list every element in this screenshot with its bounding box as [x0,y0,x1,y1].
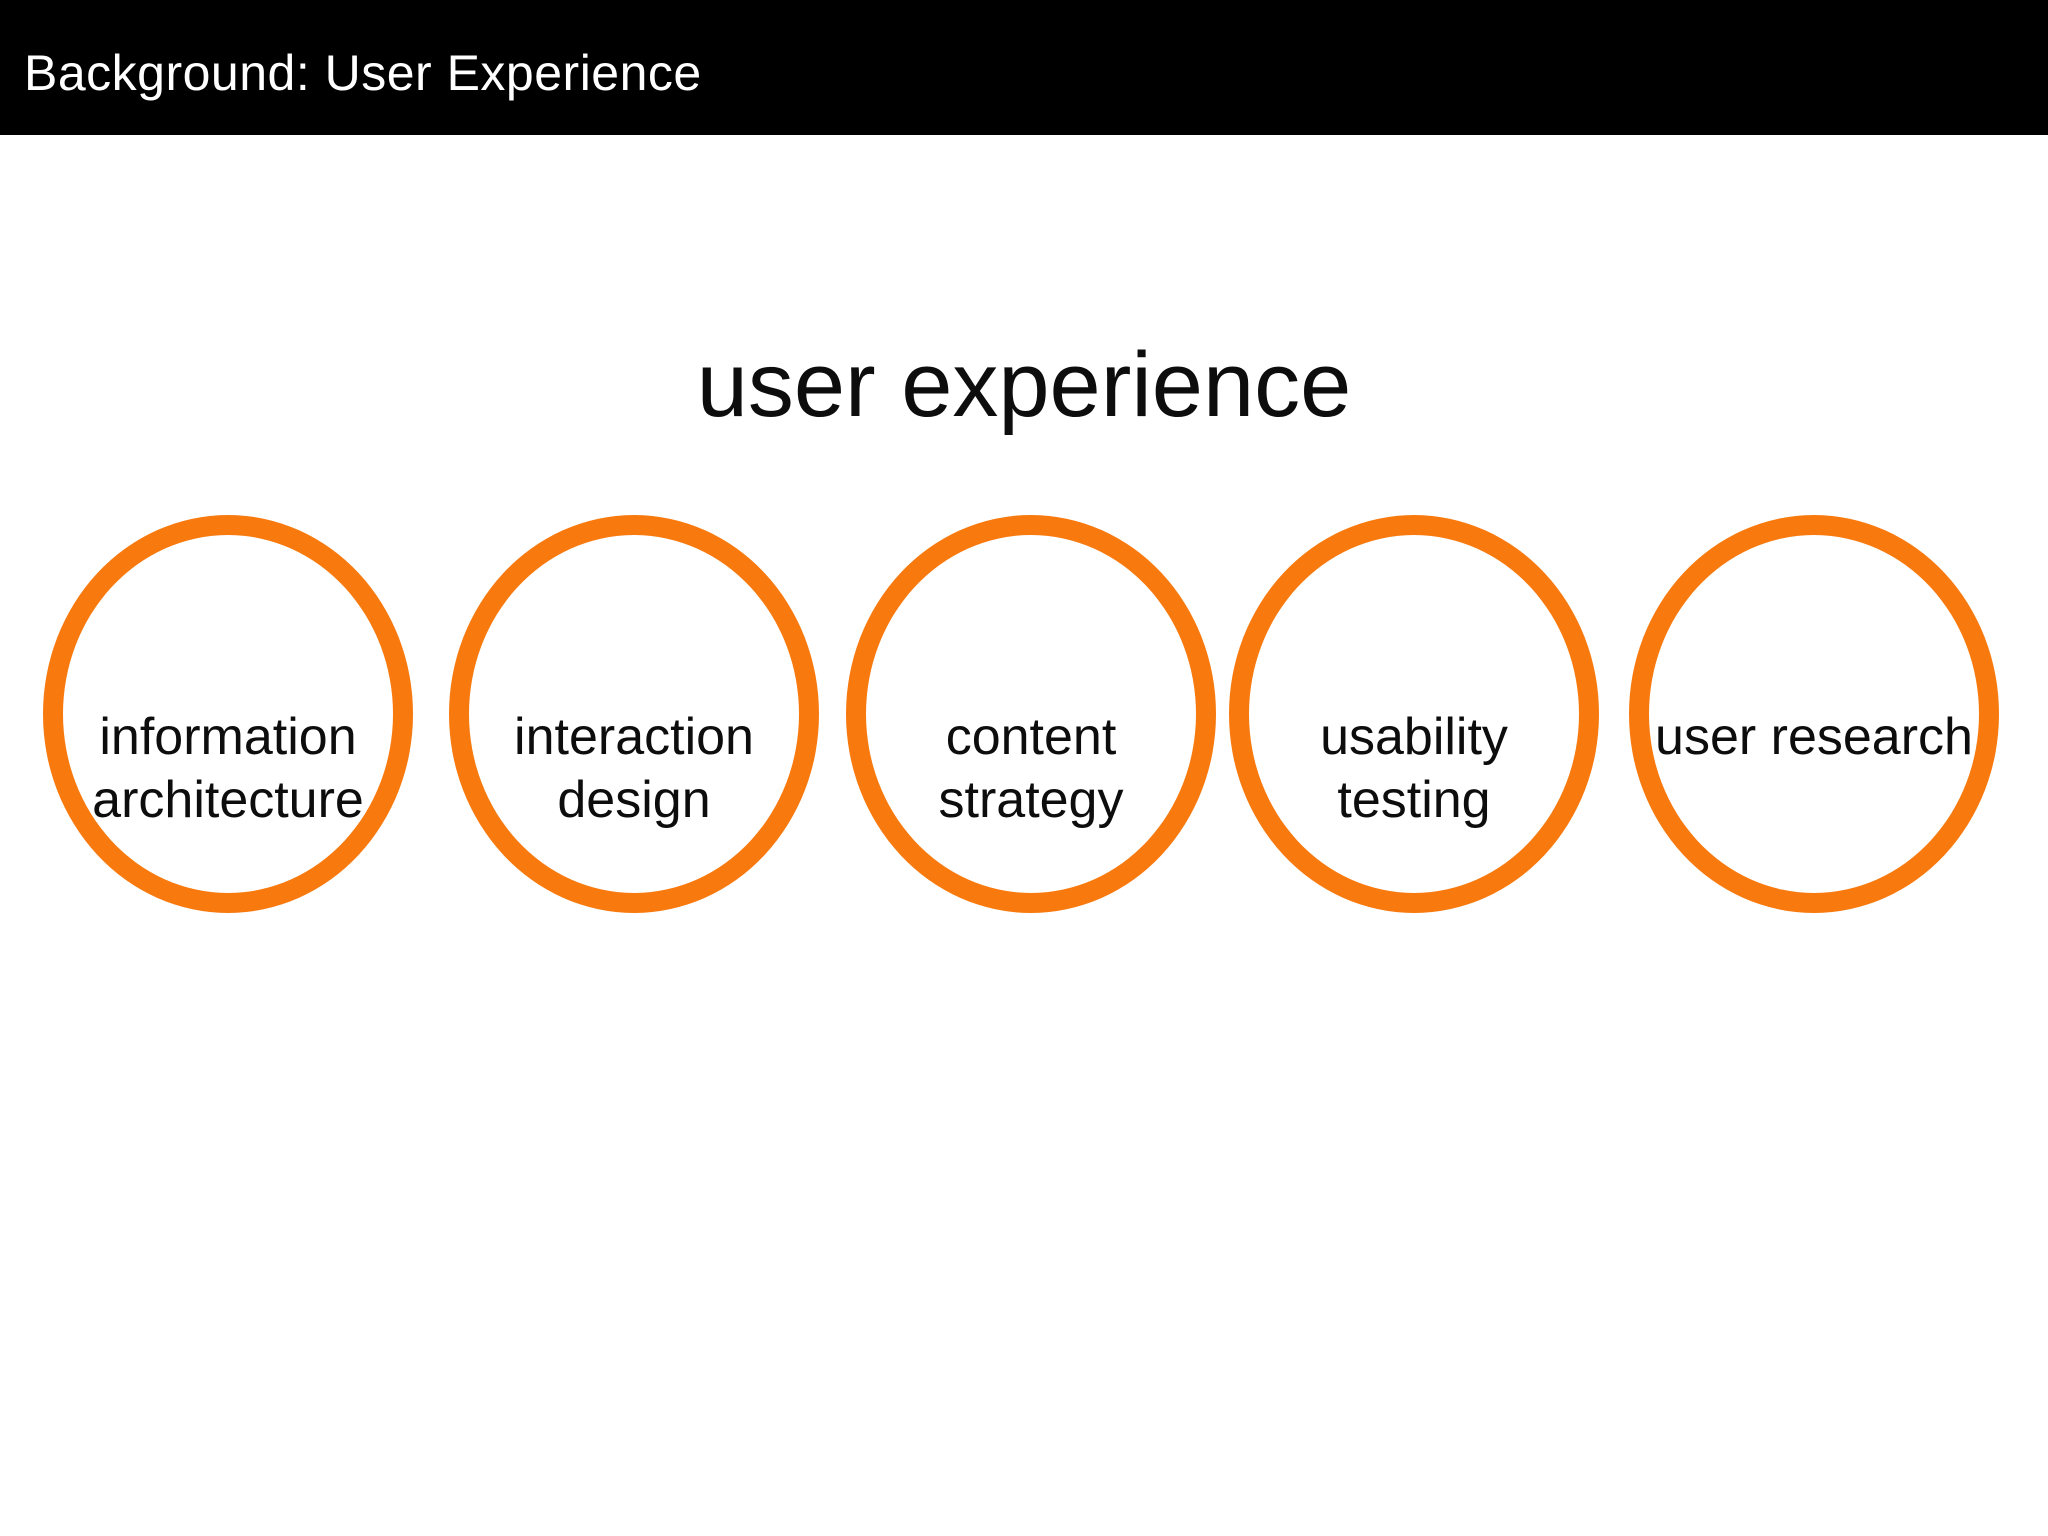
circle-label-line: strategy [938,771,1124,829]
circle-label-line: content [945,708,1117,766]
circle-label: content strategy [939,706,1124,832]
circle-label: interaction design [514,706,754,832]
circle-usability-testing: usability testing [1229,515,1599,913]
circle-information-architecture: information architecture [43,515,413,913]
circle-label-line: information [99,708,357,766]
circle-label: information architecture [92,706,364,832]
circle-label-line: design [557,771,711,829]
circle-label-line: user research [1655,708,1973,766]
circle-label-line: interaction [514,708,754,766]
circle-label-line: architecture [92,771,364,829]
circle-label: user research [1655,706,1973,769]
circle-content-strategy: content strategy [846,515,1216,913]
header-bar: Background: User Experience [0,0,2048,135]
circle-label-line: testing [1337,771,1491,829]
circle-user-research: user research [1629,515,1999,913]
header-title: Background: User Experience [24,44,702,101]
slide-title: user experience [696,334,1352,436]
circle-label-line: usability [1320,708,1508,766]
circle-label: usability testing [1320,706,1508,832]
circle-interaction-design: interaction design [449,515,819,913]
